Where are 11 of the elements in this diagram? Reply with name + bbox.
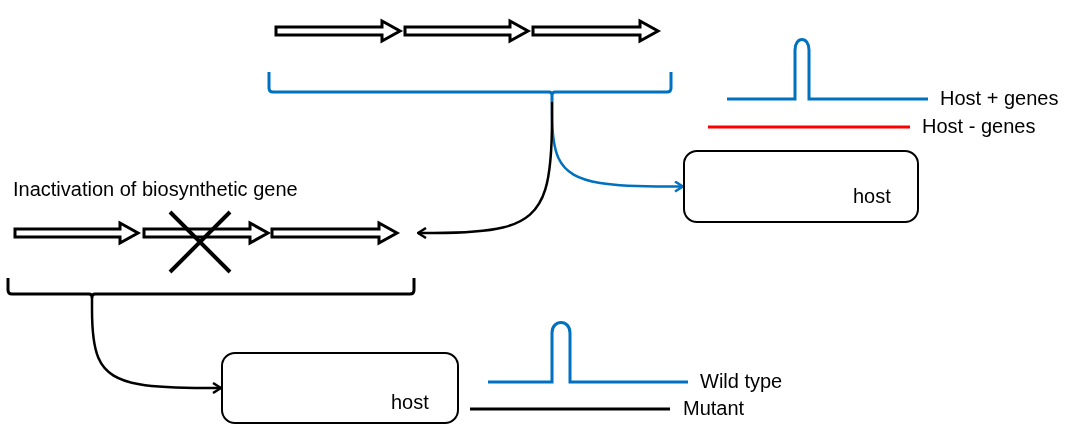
trace-label: Wild type xyxy=(700,370,783,393)
host-cell-box xyxy=(221,352,459,424)
trace-label: Mutant xyxy=(683,397,745,420)
host-label: host xyxy=(853,185,891,208)
trace-label: Host - genes xyxy=(922,115,1036,138)
arrow xyxy=(90,298,223,395)
trace-label: Host + genes xyxy=(940,87,1059,110)
host-cell-box xyxy=(683,150,919,223)
host-label: host xyxy=(391,391,429,414)
heading: Inactivation of biosynthetic gene xyxy=(13,178,298,201)
arrow xyxy=(416,102,554,240)
